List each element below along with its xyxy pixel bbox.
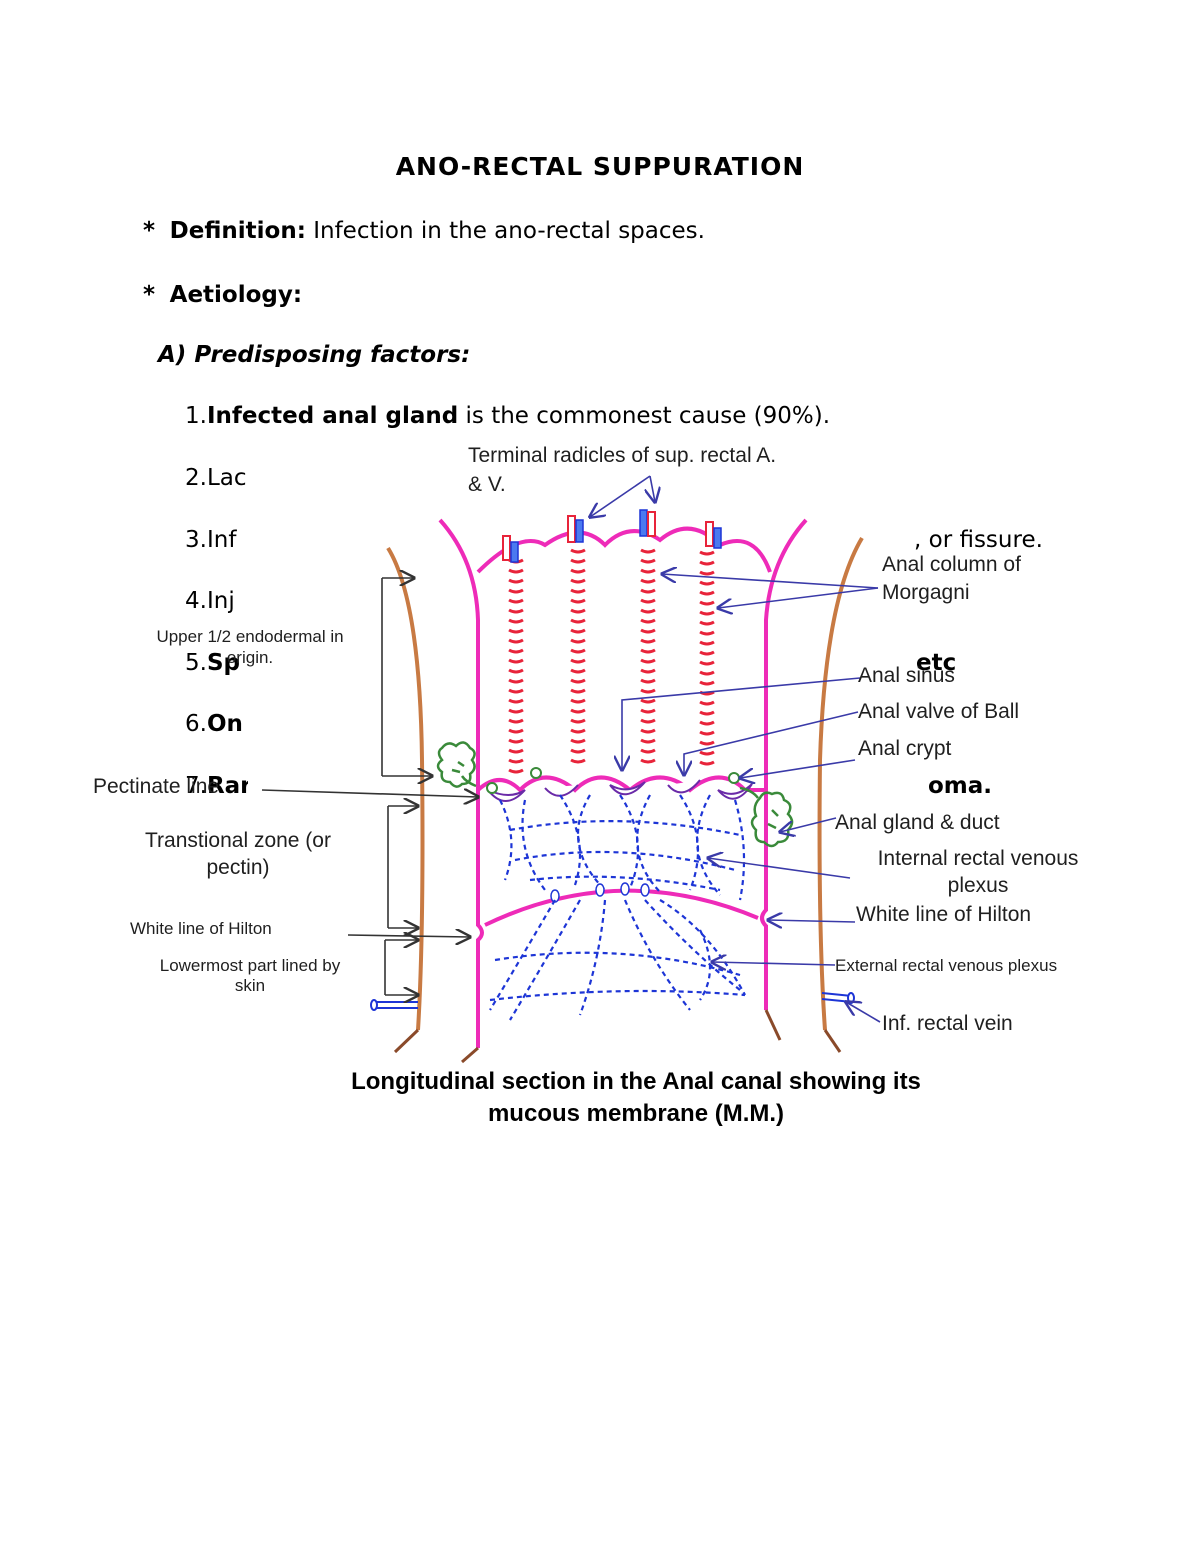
lowermost-part-label-2: skin bbox=[234, 976, 266, 995]
anal-gland-label: Anal gland & duct bbox=[835, 811, 1000, 834]
list-item: 2.Lac bbox=[185, 465, 247, 491]
inf-rectal-vein-label: Inf. rectal vein bbox=[882, 1012, 1013, 1035]
transitional-zone-label-2: pectin) bbox=[206, 856, 270, 879]
diagram-caption-2: mucous membrane (M.M.) bbox=[487, 1100, 785, 1127]
left-mucosa bbox=[438, 518, 484, 1048]
right-muscle-wall bbox=[817, 536, 864, 1031]
anal-sinus-label: Anal sinus bbox=[858, 664, 955, 687]
aetiology-label: Aetiology: bbox=[169, 282, 303, 308]
terminal-radicles-label-2: & V. bbox=[468, 473, 506, 496]
internal-plexus-label-2: plexus bbox=[947, 874, 1009, 897]
diagram-backdrop bbox=[248, 445, 846, 1070]
definition-text: Infection in the ano-rectal spaces. bbox=[305, 218, 705, 244]
bullet: * bbox=[143, 282, 156, 308]
list-item: 1.Infected anal gland is the commonest c… bbox=[185, 403, 831, 429]
list-item: 4.Inj bbox=[185, 588, 235, 614]
white-line-right-label: White line of Hilton bbox=[856, 903, 1032, 926]
diagram-caption: Longitudinal section in the Anal canal s… bbox=[351, 1068, 921, 1095]
list-item: 6.On bbox=[185, 711, 243, 737]
predisposing-heading: A) Predisposing factors: bbox=[158, 342, 471, 368]
right-mucosa bbox=[760, 518, 808, 1010]
page-title: ANO-RECTAL SUPPURATION bbox=[395, 152, 805, 181]
internal-plexus-label: Internal rectal venous bbox=[877, 847, 1079, 870]
list-item-tail: oma. bbox=[928, 773, 993, 799]
list-item: 7.Rar bbox=[185, 773, 252, 799]
anal-crypt-label: Anal crypt bbox=[858, 737, 952, 760]
terminal-radicles-label: Terminal radicles of sup. rectal A. bbox=[468, 444, 777, 467]
pectinate-mucosa bbox=[476, 775, 766, 793]
lowermost-part-label: Lowermost part lined by bbox=[159, 956, 341, 975]
right-label-arrows bbox=[590, 475, 881, 1023]
anal-columns bbox=[508, 548, 715, 774]
upper-half-label: Upper 1/2 endodermal in bbox=[156, 627, 344, 646]
bullet: * bbox=[143, 218, 156, 244]
aetiology-line: * Aetiology: bbox=[143, 282, 302, 308]
definition-label: Definition: bbox=[169, 218, 306, 244]
anal-gland-right bbox=[739, 786, 794, 848]
left-muscle-wall bbox=[386, 546, 425, 1031]
definition-line: * Definition: Infection in the ano-recta… bbox=[143, 218, 705, 244]
left-bracket-arrows bbox=[261, 578, 478, 995]
list-item: 3.Inf bbox=[185, 527, 237, 553]
pectinate-line-label: Pectinate line bbox=[93, 775, 220, 798]
anal-column-label: Anal column of bbox=[882, 553, 1021, 576]
list-item-tail: etc bbox=[916, 650, 957, 676]
anal-crypt-dot bbox=[486, 782, 498, 794]
white-line-left-label: White line of Hilton bbox=[130, 919, 272, 938]
transitional-zone-label: Transtional zone (or bbox=[145, 829, 331, 852]
terminal-radicles bbox=[502, 509, 722, 563]
external-plexus-label: External rectal venous plexus bbox=[835, 956, 1058, 975]
anal-valve-label: Anal valve of Ball bbox=[858, 700, 1020, 723]
list-item: 5.Sp bbox=[185, 650, 240, 676]
top-mucosa bbox=[476, 526, 772, 574]
upper-half-label-2: origin. bbox=[226, 648, 274, 667]
list-item-tail: , or fissure. bbox=[914, 527, 1043, 553]
external-rectal-venous-plexus bbox=[489, 899, 746, 1021]
anal-column-label-2: Morgagni bbox=[882, 581, 970, 604]
anal-gland-left bbox=[436, 741, 477, 788]
